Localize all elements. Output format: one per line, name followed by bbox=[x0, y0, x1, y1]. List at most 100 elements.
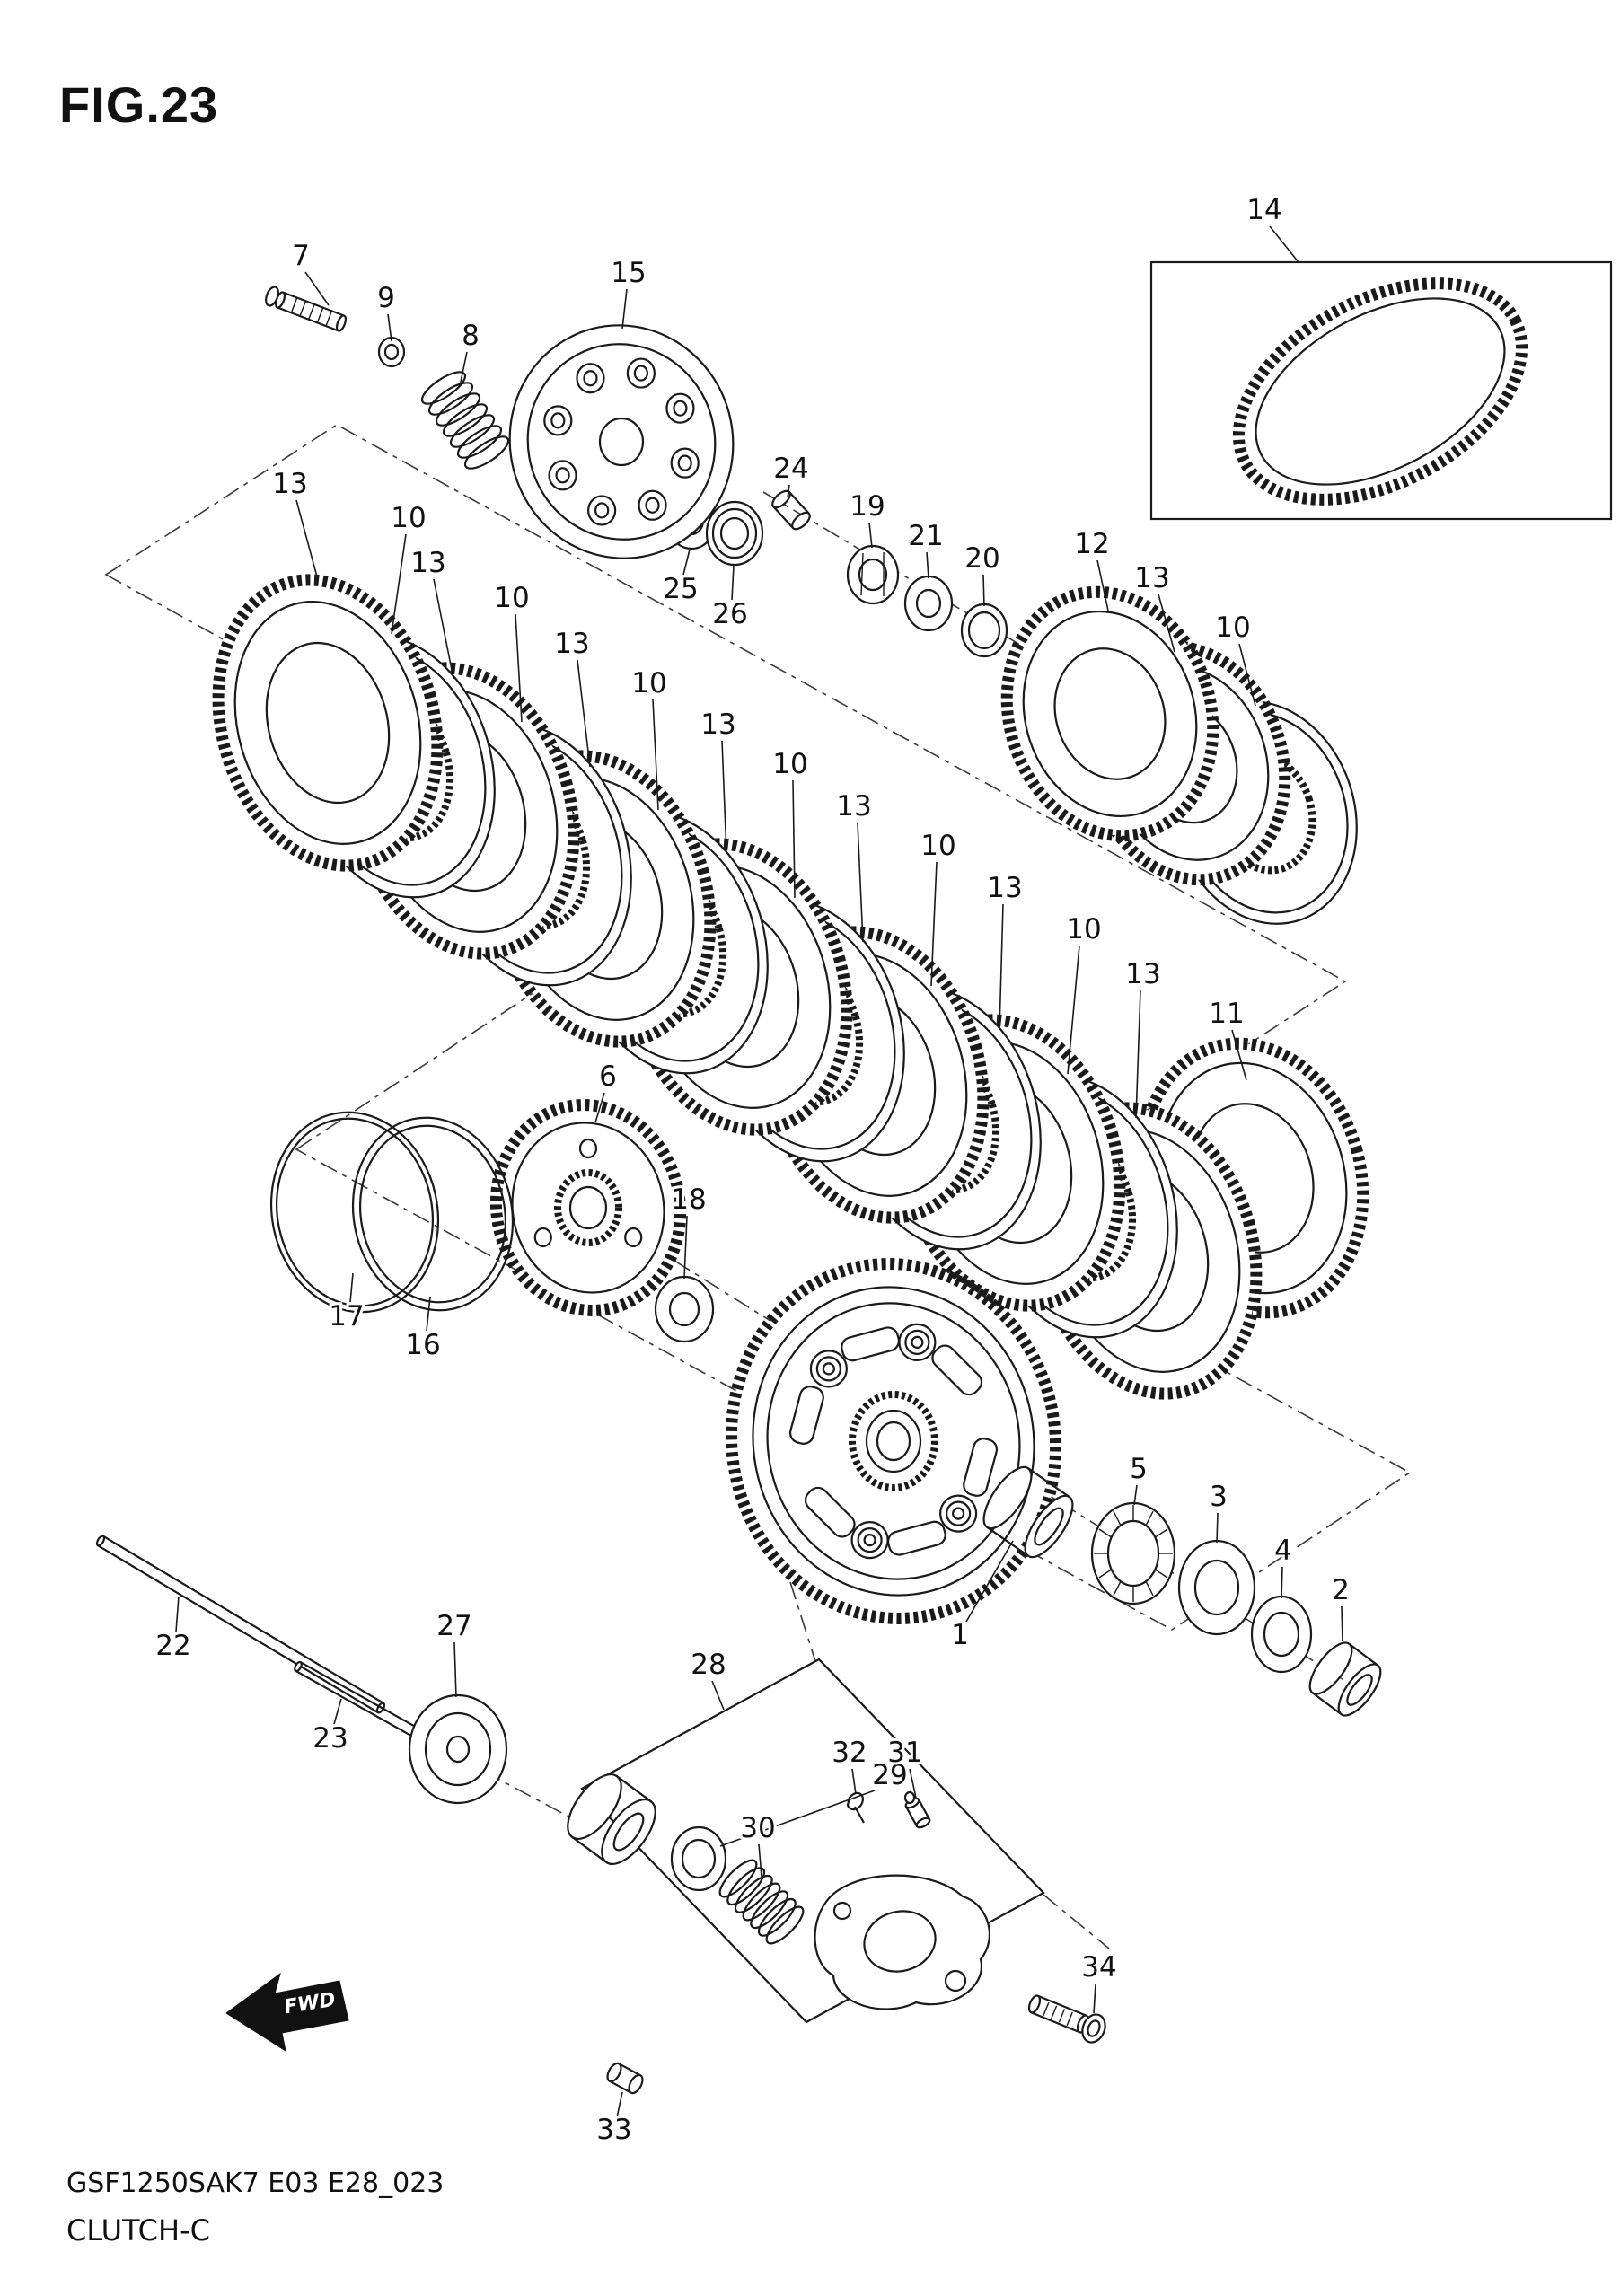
part-label-33: 33 bbox=[596, 2114, 631, 2146]
part-label-32: 32 bbox=[832, 1737, 867, 1769]
leader-line bbox=[1281, 1566, 1283, 1599]
leader-line bbox=[965, 1540, 1014, 1623]
leader-line bbox=[926, 551, 929, 579]
leader-line bbox=[719, 1790, 876, 1847]
part-label-18: 18 bbox=[671, 1183, 706, 1216]
leader-line bbox=[175, 1596, 180, 1632]
leader-line bbox=[982, 574, 985, 607]
leader-line bbox=[909, 1768, 917, 1799]
part-label-10: 10 bbox=[631, 667, 666, 699]
figure-caption: CLUTCH-C bbox=[66, 2213, 210, 2248]
leader-line bbox=[711, 1680, 725, 1711]
part-label-23: 23 bbox=[313, 1722, 348, 1755]
leader-line bbox=[652, 699, 659, 811]
part-label-13: 13 bbox=[700, 708, 735, 741]
leader-line bbox=[787, 484, 790, 498]
part-label-10: 10 bbox=[494, 582, 529, 614]
part-labels: 7981514241921202526121310131013101310131… bbox=[153, 191, 1352, 2149]
part-label-17: 17 bbox=[329, 1300, 364, 1333]
part-label-1: 1 bbox=[951, 1619, 969, 1651]
part-label-6: 6 bbox=[599, 1060, 617, 1093]
part-label-16: 16 bbox=[405, 1329, 440, 1361]
part-label-13: 13 bbox=[272, 468, 307, 500]
model-code: GSF1250SAK7 E03 E28_023 bbox=[66, 2168, 445, 2199]
leader-line bbox=[349, 1272, 354, 1303]
part-label-2: 2 bbox=[1332, 1574, 1350, 1606]
leader-line bbox=[426, 1296, 431, 1332]
part-label-22: 22 bbox=[155, 1630, 190, 1662]
leader-line bbox=[1231, 1029, 1247, 1081]
leader-line bbox=[1133, 1484, 1138, 1506]
diagram-artwork: FWD bbox=[95, 260, 1613, 2095]
leader-line bbox=[433, 578, 454, 680]
part-label-10: 10 bbox=[1215, 611, 1250, 644]
leader-line bbox=[515, 613, 523, 723]
part-label-15: 15 bbox=[611, 257, 646, 289]
leader-line bbox=[459, 351, 468, 387]
leader-line bbox=[999, 903, 1004, 1031]
leader-line bbox=[1216, 1512, 1219, 1544]
part-label-10: 10 bbox=[772, 748, 807, 780]
leader-line bbox=[1096, 559, 1109, 611]
part-label-12: 12 bbox=[1074, 528, 1109, 560]
part-label-21: 21 bbox=[908, 520, 943, 552]
part-label-13: 13 bbox=[554, 628, 589, 660]
part-label-29: 29 bbox=[872, 1759, 907, 1791]
part-label-13: 13 bbox=[410, 547, 445, 579]
part-label-4: 4 bbox=[1274, 1535, 1292, 1567]
part-label-26: 26 bbox=[712, 598, 747, 630]
part-label-10: 10 bbox=[1066, 913, 1101, 946]
leader-line bbox=[1269, 225, 1299, 263]
leader-line bbox=[731, 565, 735, 601]
part-label-9: 9 bbox=[377, 282, 395, 314]
part-label-30: 30 bbox=[740, 1812, 775, 1844]
figure-title: FIG.23 bbox=[59, 76, 219, 133]
part-label-24: 24 bbox=[773, 453, 808, 485]
leader-line bbox=[333, 1698, 342, 1725]
part-label-7: 7 bbox=[292, 240, 310, 272]
leader-line bbox=[577, 659, 591, 768]
leader-line bbox=[387, 313, 392, 342]
leader-line bbox=[304, 271, 330, 306]
part-label-13: 13 bbox=[987, 872, 1022, 904]
part-label-3: 3 bbox=[1210, 1481, 1228, 1513]
leader-line bbox=[391, 533, 407, 635]
leader-line bbox=[682, 549, 691, 576]
part-label-28: 28 bbox=[691, 1649, 726, 1681]
leader-line bbox=[868, 522, 873, 549]
part-label-27: 27 bbox=[436, 1610, 471, 1642]
part-label-25: 25 bbox=[663, 573, 698, 605]
leader-line bbox=[1238, 643, 1256, 707]
part-label-5: 5 bbox=[1130, 1453, 1148, 1485]
leader-line bbox=[683, 1215, 688, 1280]
leader-line bbox=[594, 1092, 605, 1123]
part-label-8: 8 bbox=[462, 320, 480, 352]
part-label-10: 10 bbox=[391, 502, 426, 534]
leader-line bbox=[851, 1768, 857, 1795]
part-label-13: 13 bbox=[1125, 958, 1160, 990]
leader-line bbox=[758, 1843, 762, 1878]
part-label-31: 31 bbox=[887, 1737, 922, 1769]
leader-line bbox=[857, 822, 864, 943]
leader-line bbox=[295, 499, 319, 581]
leader-line bbox=[1158, 594, 1175, 653]
part-label-34: 34 bbox=[1081, 1951, 1116, 1984]
part-label-20: 20 bbox=[964, 542, 999, 575]
leader-line bbox=[1341, 1605, 1343, 1642]
part-label-11: 11 bbox=[1209, 998, 1244, 1030]
leader-line bbox=[721, 740, 727, 855]
part-label-13: 13 bbox=[836, 790, 871, 823]
part-label-10: 10 bbox=[920, 830, 955, 862]
footer: GSF1250SAK7 E03 E28_023 CLUTCH-C bbox=[66, 2168, 444, 2248]
leader-line bbox=[792, 779, 796, 899]
fwd-arrow: FWD bbox=[225, 1972, 349, 2053]
leader-line bbox=[1135, 990, 1141, 1119]
leader-line bbox=[930, 861, 938, 987]
leader-lines bbox=[175, 225, 1343, 2118]
part-label-13: 13 bbox=[1134, 562, 1169, 594]
leader-line bbox=[1067, 945, 1080, 1075]
leader-line bbox=[1093, 1984, 1096, 2014]
leader-line bbox=[616, 2091, 623, 2118]
